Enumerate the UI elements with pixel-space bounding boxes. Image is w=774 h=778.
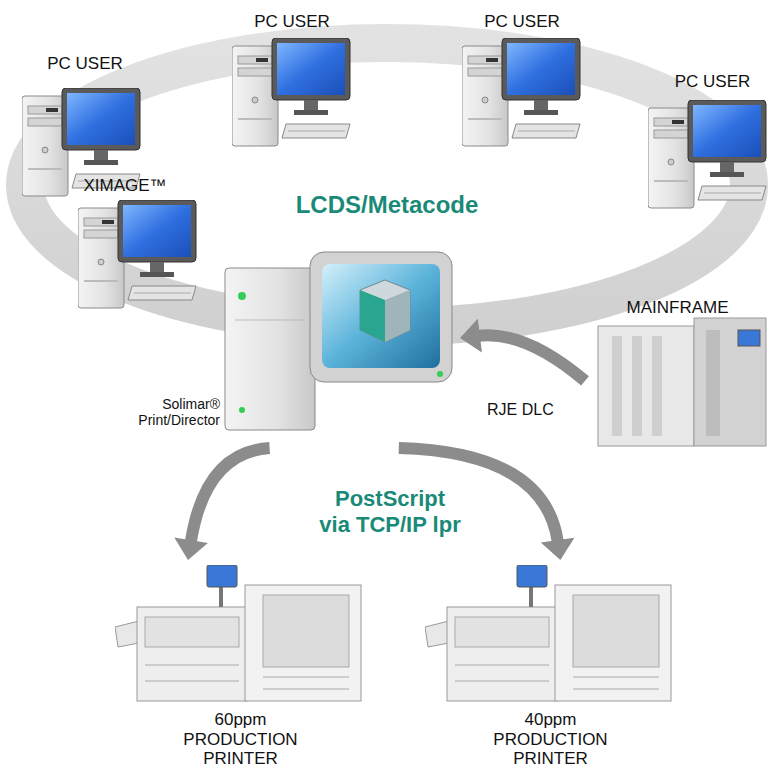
device-label: PC USER — [655, 72, 770, 92]
device-label: MAINFRAME — [585, 298, 770, 318]
device-label: 40ppm PRODUCTION PRINTER — [488, 710, 613, 769]
printer-icon — [115, 565, 361, 701]
device-node: PC USER — [222, 8, 362, 158]
flow-arrow — [174, 448, 269, 560]
protocol-label: PostScript via TCP/IP lpr — [318, 486, 462, 539]
device-label: XIMAGE™ — [55, 176, 195, 196]
pc-icon — [648, 100, 766, 208]
printer-icon — [425, 565, 671, 701]
arrow-head — [541, 538, 575, 560]
arrow-shaft — [478, 335, 585, 381]
mainframe-icon — [598, 318, 766, 446]
device-node: PC USER — [655, 68, 770, 218]
pc-icon — [78, 200, 196, 308]
device-node: 60ppm PRODUCTION PRINTER — [110, 560, 370, 776]
device-node: PC USER — [452, 8, 592, 158]
flow-arrow — [460, 319, 585, 381]
device-label: PC USER — [452, 12, 592, 32]
arrow-head — [460, 319, 482, 353]
pc-icon — [232, 38, 350, 146]
arrow-shaft — [191, 448, 270, 542]
device-node: XIMAGE™ — [55, 172, 195, 312]
device-label: Solimar® Print/Director — [120, 396, 220, 428]
device-label: PC USER — [222, 12, 362, 32]
device-node: 40ppm PRODUCTION PRINTER — [420, 560, 680, 776]
device-node: MAINFRAME — [585, 294, 770, 452]
device-label: LCDS/Metacode — [7, 191, 767, 219]
server-icon — [225, 252, 452, 430]
arrow-head — [174, 538, 208, 560]
device-node: Solimar® Print/Director — [120, 248, 460, 448]
device-label: 60ppm PRODUCTION PRINTER — [178, 710, 303, 769]
pc-icon — [462, 38, 580, 146]
edge-label: RJE DLC — [484, 400, 557, 420]
device-label: PC USER — [10, 54, 160, 74]
